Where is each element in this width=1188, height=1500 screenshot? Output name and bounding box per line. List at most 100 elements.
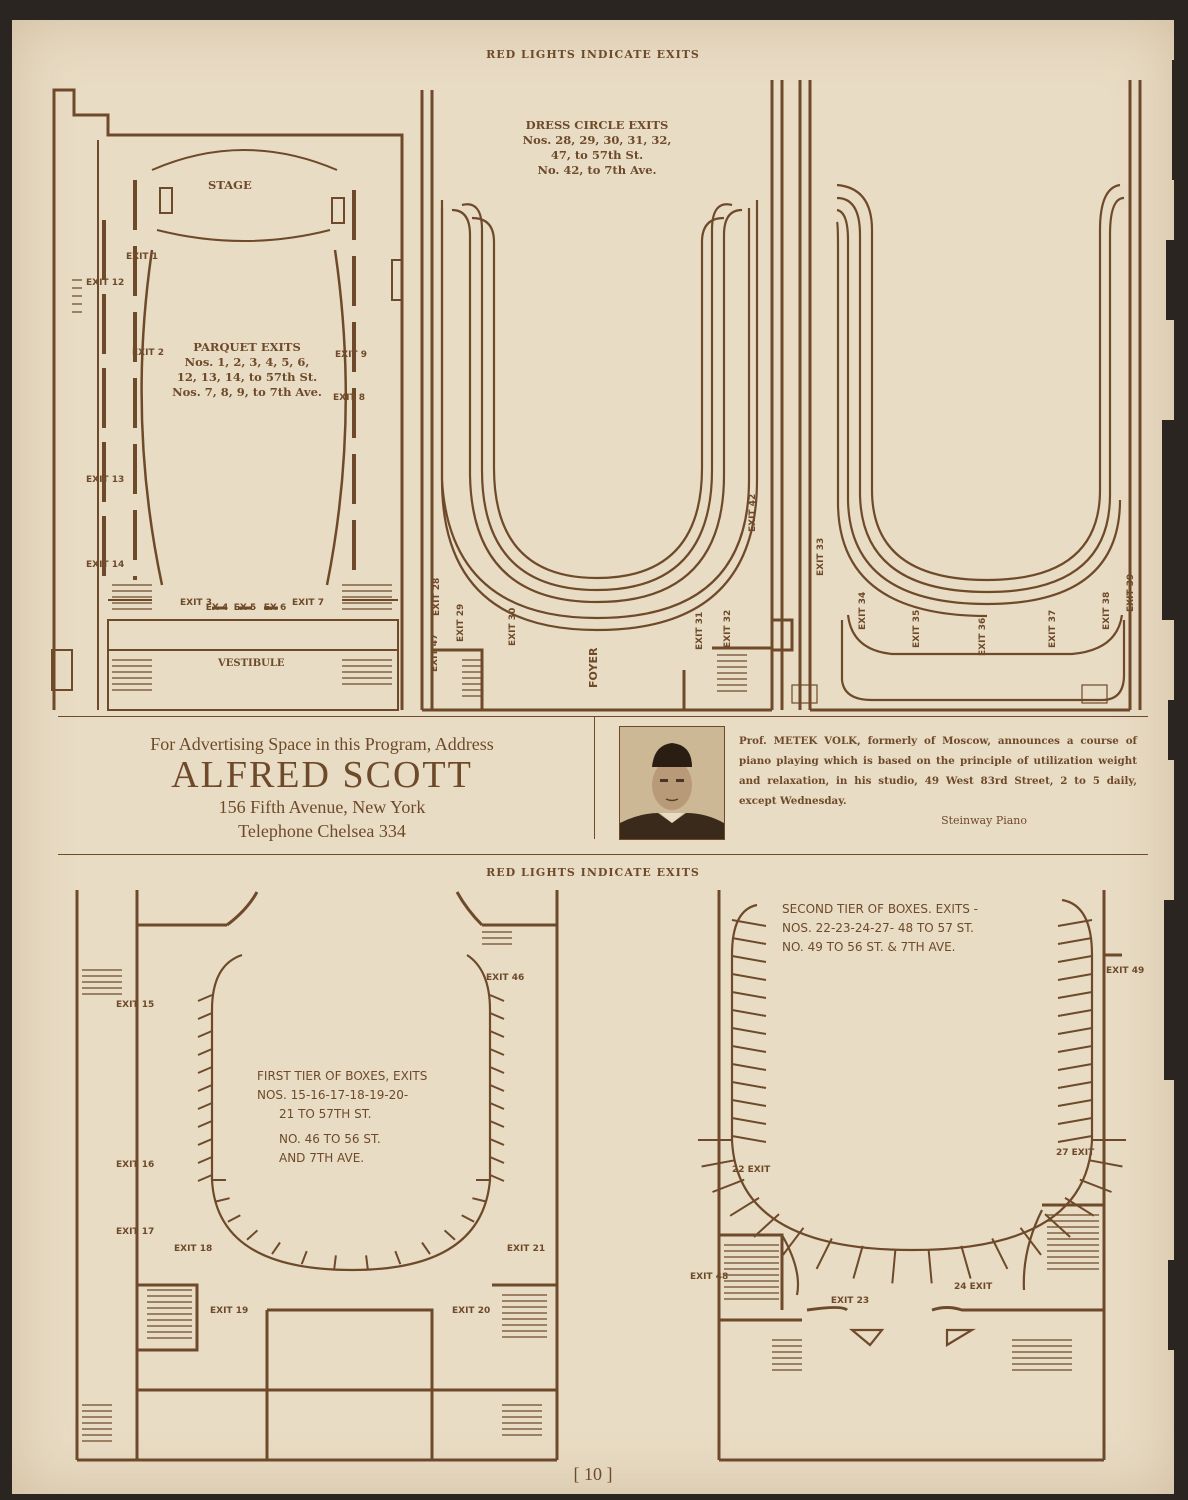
box-partition [1057,1117,1093,1125]
box-partition [489,1102,505,1110]
box-partition [489,1156,505,1164]
box-partition [1057,991,1093,999]
box-partition [215,1197,230,1203]
box-partition [1057,1063,1093,1071]
box-partition [421,1241,431,1255]
stage-label: STAGE [208,178,252,192]
exit-22-label: 22 EXIT [732,1165,771,1175]
box-partition [731,973,767,981]
box-partition [712,1178,745,1193]
first-tier-line-1: FIRST TIER OF BOXES, EXITS [257,1069,428,1083]
box-partition [246,1229,259,1241]
exit-17-label: EXIT 17 [116,1227,155,1237]
ad-divider [594,717,595,839]
parquet-plan [51,80,1142,1462]
exit-47-label: EXIT 47 [430,633,440,672]
box-partition [960,1245,972,1279]
box-partition [1057,1135,1093,1143]
box-partition [753,1213,780,1238]
box-partition [891,1249,897,1284]
exit-30-label: EXIT 30 [508,607,518,646]
exit-21-label: EXIT 21 [506,1244,546,1254]
first-tier-text: FIRST TIER OF BOXES, EXITS NOS. 15-16-17… [257,1067,427,1168]
volk-ad: Prof. METEK VOLK, formerly of Moscow, an… [739,731,1137,831]
second-tier-line-1: SECOND TIER OF BOXES. EXITS - [782,902,979,916]
dress-circle-line-3: No. 42, to 7th Ave. [537,163,657,177]
box-partition [443,1229,456,1241]
box-partition [489,1048,505,1056]
parquet-line-1: Nos. 1, 2, 3, 4, 5, 6, [184,355,310,369]
box-partition [197,1030,213,1038]
box-partition [197,1084,213,1092]
exit-19-label: EXIT 19 [210,1306,249,1316]
exit-24-label: 24 EXIT [954,1282,993,1292]
divider-middle [58,854,1148,855]
exit-42-label: EXIT 42 [748,493,758,532]
parquet-line-3: Nos. 7, 8, 9, to 7th Ave. [172,385,322,399]
first-tier-line-3: 21 TO 57TH ST. [279,1107,372,1121]
box-partition [1079,1178,1112,1193]
box-partition [731,955,767,963]
portrait-photo [619,726,725,840]
exit-18-label: EXIT 18 [174,1244,213,1254]
dress-circle-text: DRESS CIRCLE EXITS Nos. 28, 29, 30, 31, … [492,118,702,178]
exit-16-label: EXIT 16 [116,1160,155,1170]
box-partition [731,1009,767,1017]
dress-circle-line-2: 47, to 57th St. [550,148,644,162]
divider-top [58,716,1148,717]
box-partition [731,1027,767,1035]
exit-34-label: EXIT 34 [858,591,868,630]
box-partition [731,1135,767,1143]
parquet-line-2: 12, 13, 14, to 57th St. [176,370,318,384]
box-partition [197,994,213,1002]
exit-5-label: EX 5 [233,603,257,613]
box-partition [815,1238,833,1270]
box-partition [731,1081,767,1089]
advertising-ad: For Advertising Space in this Program, A… [62,732,582,843]
box-partition [197,1120,213,1128]
exit-29-label: EXIT 29 [456,603,466,642]
torn-edge [1166,240,1188,320]
exit-3-label: EXIT 3 [180,598,212,608]
box-partition [1057,1099,1093,1107]
box-partition [489,1030,505,1038]
exit-46-label: EXIT 46 [486,973,525,983]
parquet-title: PARQUET EXITS [193,340,301,354]
torn-edge [1162,420,1188,620]
exit-2-label: EXIT 2 [132,348,164,358]
exit-12-label: EXIT 12 [86,278,125,288]
box-partition [333,1255,337,1270]
box-partition [782,1227,805,1256]
box-partition [1057,1027,1093,1035]
exit-13-label: EXIT 13 [86,475,125,485]
box-partition [1088,1159,1123,1168]
volk-ad-text: Prof. METEK VOLK, formerly of Moscow, an… [739,735,1137,807]
first-tier-line-5: AND 7TH AVE. [279,1151,365,1165]
box-partition [731,919,767,927]
parquet-exits-text: PARQUET EXITS Nos. 1, 2, 3, 4, 5, 6, 12,… [152,340,342,400]
first-tier-line-2: NOS. 15-16-17-18-19-20- [257,1088,409,1102]
exit-28-label: EXIT 28 [432,577,442,616]
dress-circle-title: DRESS CIRCLE EXITS [525,118,669,132]
ad-phone: Telephone Chelsea 334 [238,821,406,841]
exit-1-label: EXIT 1 [126,252,158,262]
box-partition [927,1249,933,1284]
exit-37-label: EXIT 37 [1048,609,1058,648]
exit-4-label: EX 4 [205,603,229,613]
exit-35-label: EXIT 35 [912,609,922,648]
box-partition [1019,1227,1042,1256]
box-partition [271,1241,281,1255]
exit-27-label: 27 EXIT [1056,1148,1095,1158]
first-tier-line-4: NO. 46 TO 56 ST. [279,1132,381,1146]
box-partition [991,1238,1009,1270]
box-partition [300,1250,308,1265]
exit-31-label: EXIT 31 [695,611,705,650]
box-partition [489,1084,505,1092]
box-partition [1044,1213,1071,1238]
box-partition [489,1120,505,1128]
second-tier-line-2: NOS. 22-23-24-27- 48 TO 57 ST. [782,921,974,935]
header-middle: RED LIGHTS INDICATE EXITS [486,866,700,879]
box-partition [394,1250,402,1265]
page-number: [ 10 ] [573,1464,613,1484]
box-partition [489,1174,505,1182]
